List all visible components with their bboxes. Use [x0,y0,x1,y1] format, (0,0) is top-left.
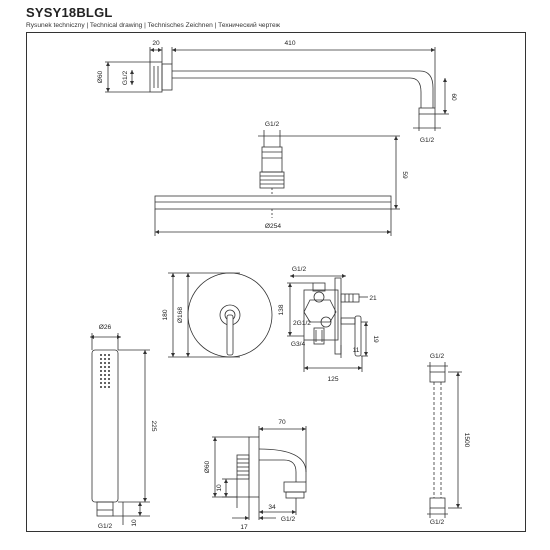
dim-valve-thread: G1/2 [292,266,307,273]
wall-elbow-drawing [212,426,307,520]
dim-elbow-dia: Ø60 [204,460,211,473]
dim-valve-height: 138 [278,304,285,315]
document-subtitle: Rysunek techniczny | Technical drawing |… [26,22,281,29]
dim-hose-top: G1/2 [430,353,445,360]
drawing-frame [26,32,526,532]
dim-plate-height: 180 [162,309,169,320]
valve-side-drawing [287,274,368,372]
dim-head-height: 59 [401,171,408,179]
dim-hand-thread: G1/2 [98,523,113,530]
dim-hand-dia: Ø26 [99,324,112,331]
dim-elbow-thread: G1/2 [281,516,296,523]
dim-elbow-34: 34 [268,504,276,511]
dim-hand-length: 225 [150,420,157,431]
dim-elbow-17: 17 [240,524,248,531]
dim-head-dia: Ø254 [265,223,281,230]
dim-elbow-10: 10 [216,484,223,492]
document-title: SYSY18BLGL [26,5,113,20]
dim-arm-thread: G1/2 [122,71,129,86]
hand-shower-drawing [90,333,150,525]
valve-plate-drawing [168,272,273,358]
dim-arm-drop: 60 [450,93,457,101]
shower-head-drawing [154,130,400,236]
dim-arm-wall: 20 [152,40,160,47]
dim-hose-length: 1500 [463,433,470,448]
dim-hand-10: 10 [131,519,138,527]
hose-drawing [427,362,462,518]
dim-arm-end-thread: G1/2 [420,137,435,144]
dim-hose-bottom: G1/2 [430,519,445,526]
dim-arm-dia: Ø60 [97,70,104,83]
dim-head-thread: G1/2 [265,121,280,128]
dim-valve-19: 19 [372,335,379,343]
dim-valve-21: 21 [369,295,377,302]
dim-arm-length: 410 [284,40,295,47]
dim-plate-dia: Ø168 [177,307,184,323]
dim-valve-11: 11 [353,347,360,354]
hand-shower-nozzles [100,354,110,388]
shower-arm-drawing [105,47,449,131]
dim-valve-2g: 2G1/2 [293,320,311,327]
dim-valve-34: G3/4 [291,341,306,348]
dim-valve-125: 125 [327,376,338,383]
dim-elbow-70: 70 [278,419,286,426]
